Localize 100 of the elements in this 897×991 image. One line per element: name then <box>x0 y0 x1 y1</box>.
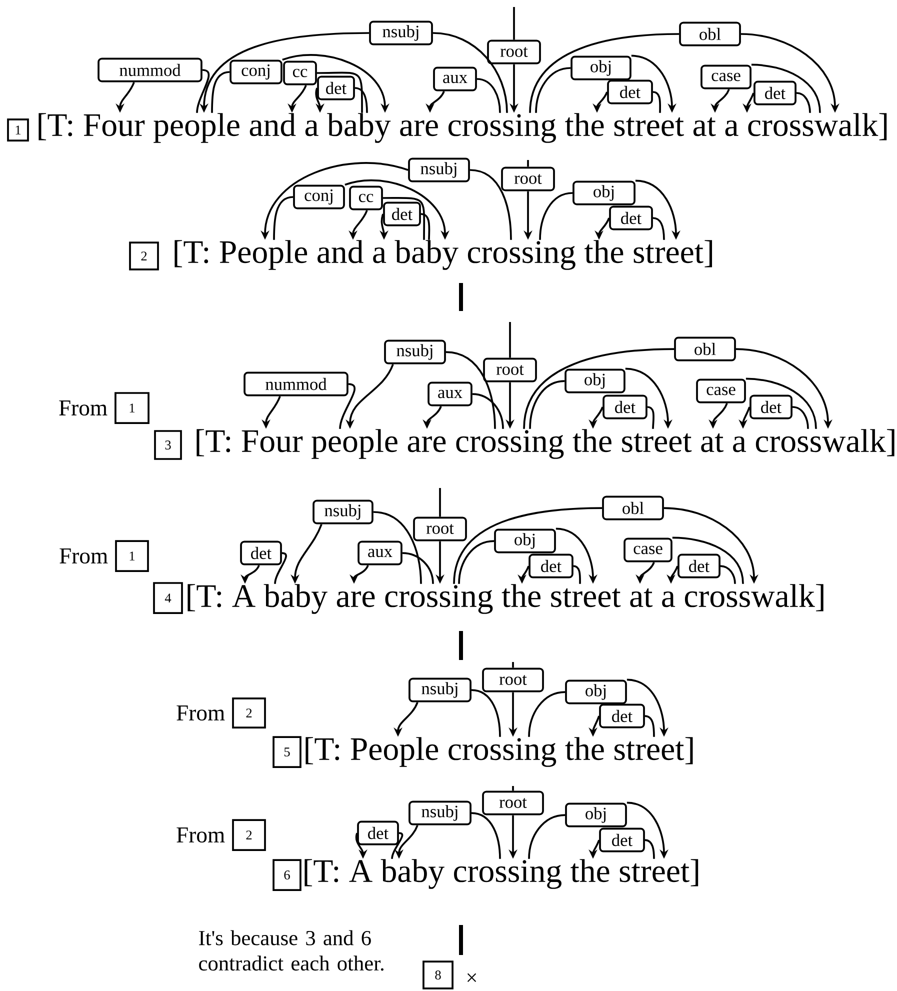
relation-label: nsubj <box>408 158 470 182</box>
dependency-arc <box>273 196 294 240</box>
dependency-arc <box>644 839 655 859</box>
relation-label: det <box>609 206 653 230</box>
cross-mark: × <box>467 973 476 982</box>
dependency-arc <box>391 832 404 859</box>
dependency-arc <box>339 383 356 429</box>
relation-label: obj <box>565 680 627 704</box>
relation-label: root <box>501 166 555 192</box>
relation-label: det <box>528 554 574 578</box>
dependency-arc <box>476 78 501 113</box>
dependency-arc <box>446 351 496 429</box>
prefix-text: From <box>176 827 225 843</box>
dependency-arc <box>512 662 514 668</box>
dependency-arc <box>453 507 602 584</box>
prefix-text: From <box>176 705 225 721</box>
sentence-text: [T: A baby crossing the street] <box>304 859 698 889</box>
relation-label: conj <box>293 184 345 210</box>
number-box: 6 <box>272 859 302 891</box>
dependency-arc <box>527 160 529 167</box>
dependency-arc <box>382 197 426 240</box>
dependency-arc <box>470 169 512 240</box>
relation-label: nsubj <box>384 340 446 364</box>
relation-label: root <box>483 358 537 382</box>
relation-label: obj <box>570 56 632 80</box>
number-box: 5 <box>272 736 302 768</box>
relation-label: nsubj <box>408 800 472 826</box>
relation-label: aux <box>428 382 472 406</box>
number-box: 2 <box>129 242 159 270</box>
relation-label: det <box>754 80 796 106</box>
dependency-arc <box>402 552 434 584</box>
dependency-arc <box>420 213 430 240</box>
number-box: 4 <box>153 582 183 614</box>
relation-label: cc <box>349 186 383 210</box>
dependency-arc <box>746 378 817 429</box>
dependency-arc <box>523 348 674 429</box>
number-box: 1 <box>7 118 29 142</box>
dependency-arc <box>528 691 566 737</box>
sentence-text: [T: A baby are crossing the street at a crosswalk] <box>188 584 824 614</box>
sentence-text: [T: People crossing the street] <box>306 737 693 767</box>
relation-label: aux <box>433 66 477 92</box>
dependency-arc <box>512 786 514 791</box>
relation-label: det <box>599 704 645 728</box>
note-text: It's because 3 and 6 contradict each other. <box>199 930 384 971</box>
dependency-arc <box>274 552 287 584</box>
relation-label: det <box>602 394 648 420</box>
dependency-arc <box>652 91 662 113</box>
relation-label: obj <box>572 180 636 206</box>
prefix-text: From <box>59 400 108 416</box>
dependency-arc <box>535 67 571 113</box>
dependency-arc <box>644 715 655 737</box>
relation-label: root <box>487 40 541 64</box>
relation-label: root <box>482 668 544 692</box>
dependency-arc <box>354 87 368 113</box>
relation-label: obj <box>565 802 627 828</box>
dependency-arc <box>796 92 811 113</box>
relation-label: nsubj <box>369 20 433 46</box>
dependency-arc <box>529 380 565 429</box>
dependency-arc <box>751 64 821 113</box>
prefix-text: From <box>60 548 108 564</box>
dependency-arc <box>529 33 680 113</box>
relation-label: det <box>678 554 720 578</box>
relation-label: nsubj <box>312 500 374 524</box>
relation-label: root <box>413 516 467 542</box>
dependency-arc <box>539 192 573 240</box>
dependency-arc <box>573 565 581 584</box>
relation-label: root <box>482 790 544 816</box>
relation-label: det <box>750 394 792 420</box>
relation-label: case <box>696 378 746 404</box>
relation-label: nummod <box>244 372 348 396</box>
number-box: 1 <box>114 392 150 424</box>
number-box: 8 <box>422 960 454 990</box>
dependency-arc <box>373 511 422 584</box>
dependency-arc <box>211 71 230 113</box>
dependency-arc <box>792 406 809 429</box>
sentence-text: [T: People and a baby crossing the street] <box>174 240 712 270</box>
relation-label: det <box>240 540 282 566</box>
relation-label: case <box>624 538 672 562</box>
number-box: 3 <box>154 430 182 460</box>
dependency-arc <box>672 536 744 584</box>
sentence-text: [T: Four people and a baby are crossing the street at a crosswalk] <box>38 113 887 143</box>
relation-label: det <box>357 820 399 846</box>
relation-label: nummod <box>98 58 202 82</box>
relation-label: obl <box>602 496 664 520</box>
relation-label: aux <box>358 540 402 566</box>
relation-label: case <box>700 64 752 90</box>
dependency-arc <box>513 7 515 40</box>
relation-label: obl <box>679 22 741 46</box>
dependency-arc <box>316 72 363 113</box>
relation-label: det <box>607 80 653 104</box>
relation-label: conj <box>230 60 282 84</box>
dependency-arc <box>509 322 511 358</box>
dependency-arc <box>720 565 736 584</box>
dependency-arc <box>439 488 441 517</box>
relation-label: obj <box>494 528 556 554</box>
dependency-arc <box>471 689 501 737</box>
dependency-arc <box>652 217 665 240</box>
dependency-arc <box>471 812 501 859</box>
dependency-arc <box>472 393 504 429</box>
dependency-arc <box>458 540 494 584</box>
